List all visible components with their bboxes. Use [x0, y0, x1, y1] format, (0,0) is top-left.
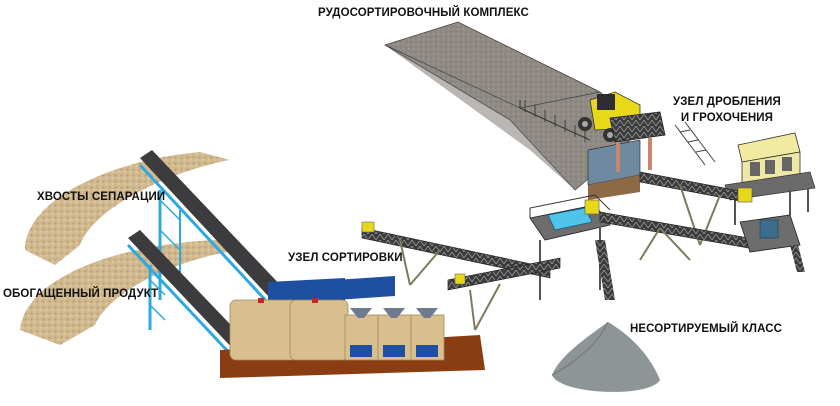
conveyor-to-sorting-lower: [447, 257, 561, 331]
sorting-unit: [220, 276, 485, 378]
access-stairs: [674, 121, 716, 166]
unsorted-class-stockpile: [551, 321, 660, 392]
conveyor-tailings: [138, 150, 285, 307]
label-crushing-screening-line2: И ГРОХОЧЕНИЯ: [680, 112, 774, 124]
conveyor-to-sorting-upper: [361, 221, 551, 286]
enriched-product-stockpile: [20, 240, 240, 345]
label-enriched-product: ОБОГАЩЕННЫЙ ПРОДУКТ: [3, 288, 159, 300]
operator-cabin: [724, 132, 816, 225]
conveyor-enriched-product: [126, 230, 250, 362]
conveyor-crusher-to-screen: [639, 171, 753, 246]
screening-platform: [529, 194, 615, 300]
label-crushing-screening: УЗЕЛ ДРОБЛЕНИЯ И ГРОХОЧЕНИЯ: [673, 94, 781, 126]
label-sorting-unit: УЗЕЛ СОРТИРОВКИ: [288, 252, 403, 264]
label-ore-sorting-complex: РУДОСОРТИРОВОЧНЫЙ КОМПЛЕКС: [318, 7, 529, 19]
label-crushing-screening-line1: УЗЕЛ ДРОБЛЕНИЯ: [673, 96, 781, 108]
conveyor-screen-to-crusher: [599, 211, 805, 272]
label-unsorted-class: НЕСОРТИРУЕМЫЙ КЛАСС: [630, 323, 783, 335]
ore-receiving-pad: [384, 21, 641, 200]
tailings-stockpile: [25, 152, 230, 265]
label-separation-tailings: ХВОСТЫ СЕПАРАЦИИ: [37, 191, 166, 203]
front-loader: [578, 91, 666, 172]
